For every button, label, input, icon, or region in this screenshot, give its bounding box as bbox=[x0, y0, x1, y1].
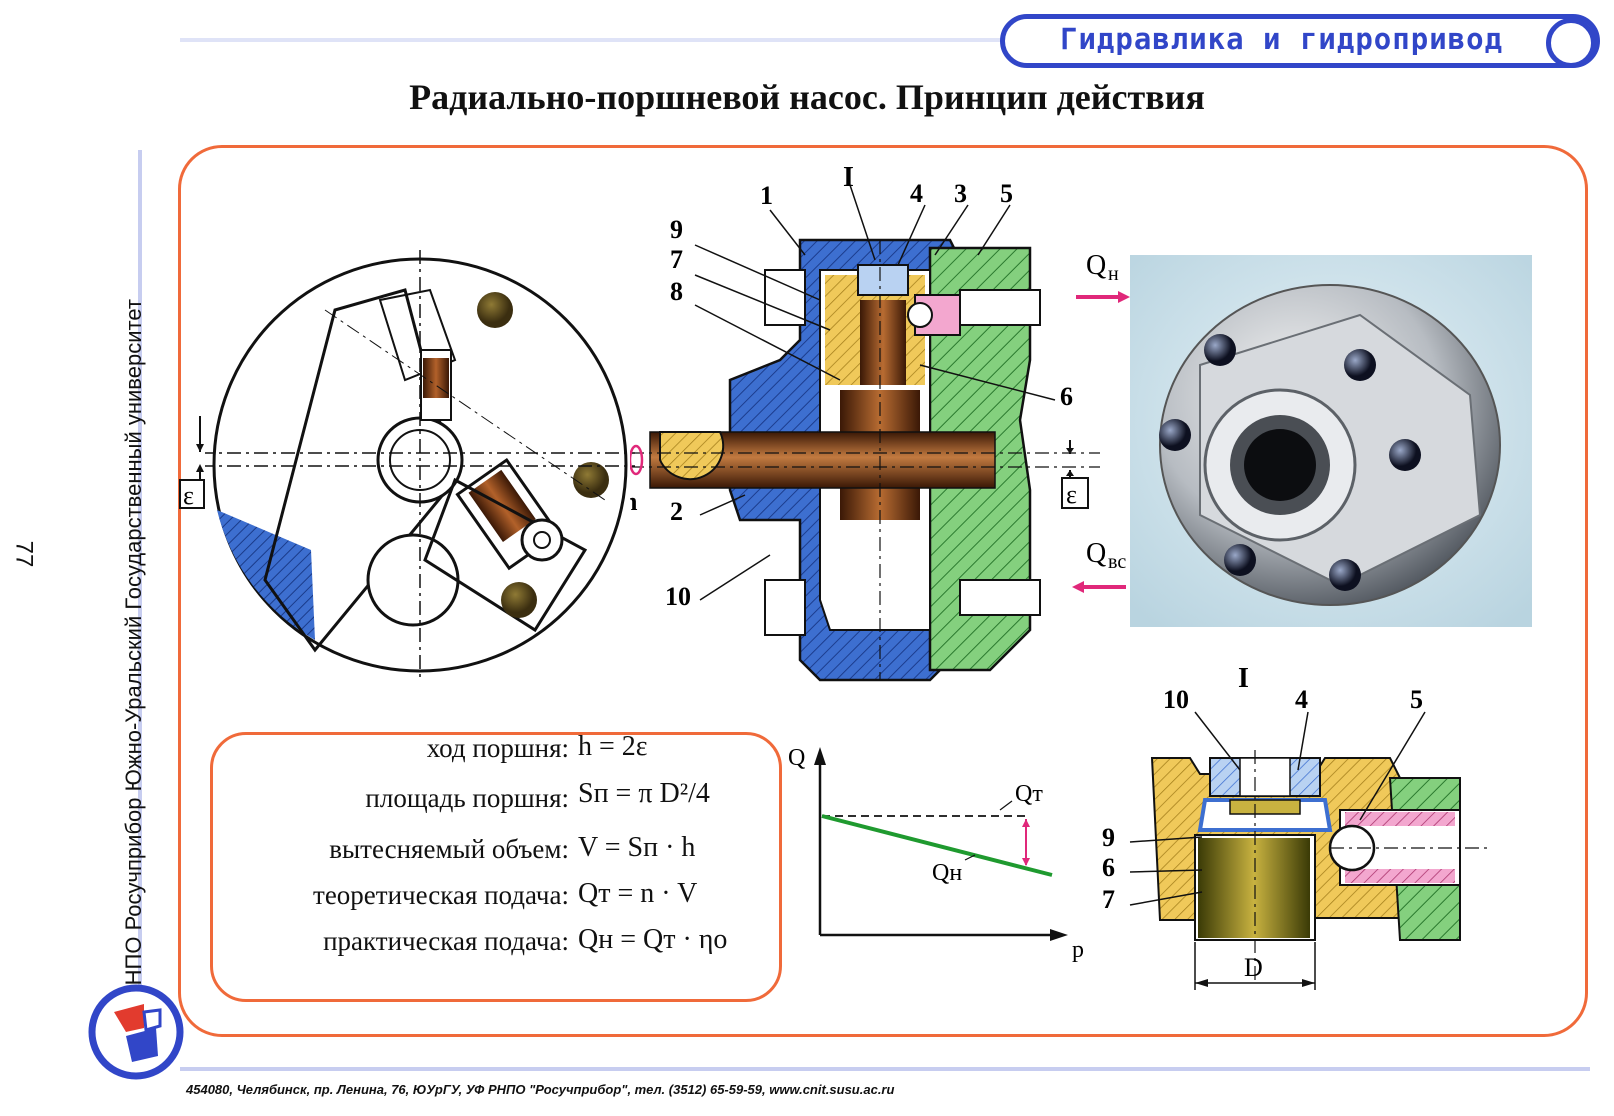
main-frame bbox=[178, 145, 1588, 1037]
detail-label-10: 10 bbox=[1163, 685, 1189, 714]
label-9: 9 bbox=[670, 215, 683, 244]
detail-label-4: 4 bbox=[1295, 685, 1308, 714]
detail-label-9: 9 bbox=[1102, 823, 1115, 852]
epsilon-right: ε bbox=[1066, 480, 1077, 509]
detail-label-5: 5 bbox=[1410, 685, 1423, 714]
detail-label-d: D bbox=[1244, 953, 1263, 982]
formula-expr-volume: V = Sп · h bbox=[578, 832, 696, 863]
q-in-sub: вс bbox=[1108, 551, 1126, 573]
label-6: 6 bbox=[1060, 382, 1073, 411]
footer-address: 454080, Челябинск, пр. Ленина, 76, ЮУрГУ… bbox=[186, 1082, 895, 1097]
formula-box bbox=[210, 732, 782, 1002]
formula-label-practical: практическая подача: bbox=[323, 926, 569, 956]
formula-expr-area: Sп = π D²/4 bbox=[578, 778, 710, 809]
label-2: 2 bbox=[670, 497, 683, 526]
formula-label-area: площадь поршня: bbox=[365, 783, 569, 813]
graph-label-qt: Qт bbox=[1015, 781, 1043, 807]
graph-label-qn: Qн bbox=[932, 860, 962, 886]
label-3: 3 bbox=[954, 179, 967, 208]
formula-label-theoretical: теоретическая подача: bbox=[313, 880, 569, 910]
flow-pressure-graph: Q p Qт Qн bbox=[788, 745, 1084, 963]
detail-view-i: I 10 4 5 9 6 7 D bbox=[1102, 663, 1490, 990]
header-tab bbox=[1000, 14, 1600, 68]
sidebar-text: РНПО Росучприбор Южно-Уральский Государс… bbox=[121, 299, 146, 1000]
q-in-label: Q bbox=[1086, 538, 1106, 569]
detail-label-6: 6 bbox=[1102, 853, 1115, 882]
sidebar-rule bbox=[138, 150, 142, 1010]
q-out-label: Q bbox=[1086, 250, 1106, 281]
label-4: 4 bbox=[910, 179, 923, 208]
rotor-front-view bbox=[205, 250, 635, 680]
header-title: Гидравлика и гидропривод bbox=[1060, 22, 1504, 56]
flow-labels: Q н Q вс bbox=[1072, 250, 1130, 593]
q-out-sub: н bbox=[1108, 263, 1119, 285]
graph-y-label: Q bbox=[788, 745, 805, 771]
eccentricity-marker-right: ε bbox=[1061, 440, 1089, 509]
graph-x-label: p bbox=[1072, 937, 1084, 963]
footer-rule bbox=[180, 1067, 1590, 1071]
label-i: I bbox=[843, 162, 854, 193]
formula-expr-practical: Qн = Qт · ηo bbox=[578, 924, 728, 955]
page-title: Радиально-поршневой насос. Принцип дейст… bbox=[409, 77, 1205, 117]
header-rule bbox=[180, 38, 1002, 42]
label-5: 5 bbox=[1000, 179, 1013, 208]
detail-label-7: 7 bbox=[1102, 885, 1115, 914]
actual-line bbox=[821, 814, 1053, 877]
rnpo-logo bbox=[88, 984, 184, 1080]
formula-label-stroke: ход поршня: bbox=[426, 733, 569, 763]
header-circle bbox=[1546, 18, 1596, 68]
formula-expr-theoretical: Qт = n · V bbox=[578, 878, 698, 909]
label-7: 7 bbox=[670, 245, 683, 274]
eccentricity-marker-left: ε bbox=[179, 416, 205, 510]
label-8: 8 bbox=[670, 277, 683, 306]
label-n: n bbox=[630, 487, 638, 516]
detail-label-i: I bbox=[1238, 663, 1249, 694]
page-number: 77 bbox=[10, 540, 38, 568]
label-1: 1 bbox=[760, 181, 773, 210]
formula-label-volume: вытесняемый объем: bbox=[329, 834, 569, 864]
epsilon-left: ε bbox=[183, 481, 194, 510]
pump-section-view: I 1 4 3 5 9 7 8 6 2 10 n bbox=[630, 162, 1100, 682]
formula-expr-stroke: h = 2ε bbox=[578, 731, 648, 762]
label-10: 10 bbox=[665, 582, 691, 611]
pump-photo bbox=[1130, 255, 1532, 627]
